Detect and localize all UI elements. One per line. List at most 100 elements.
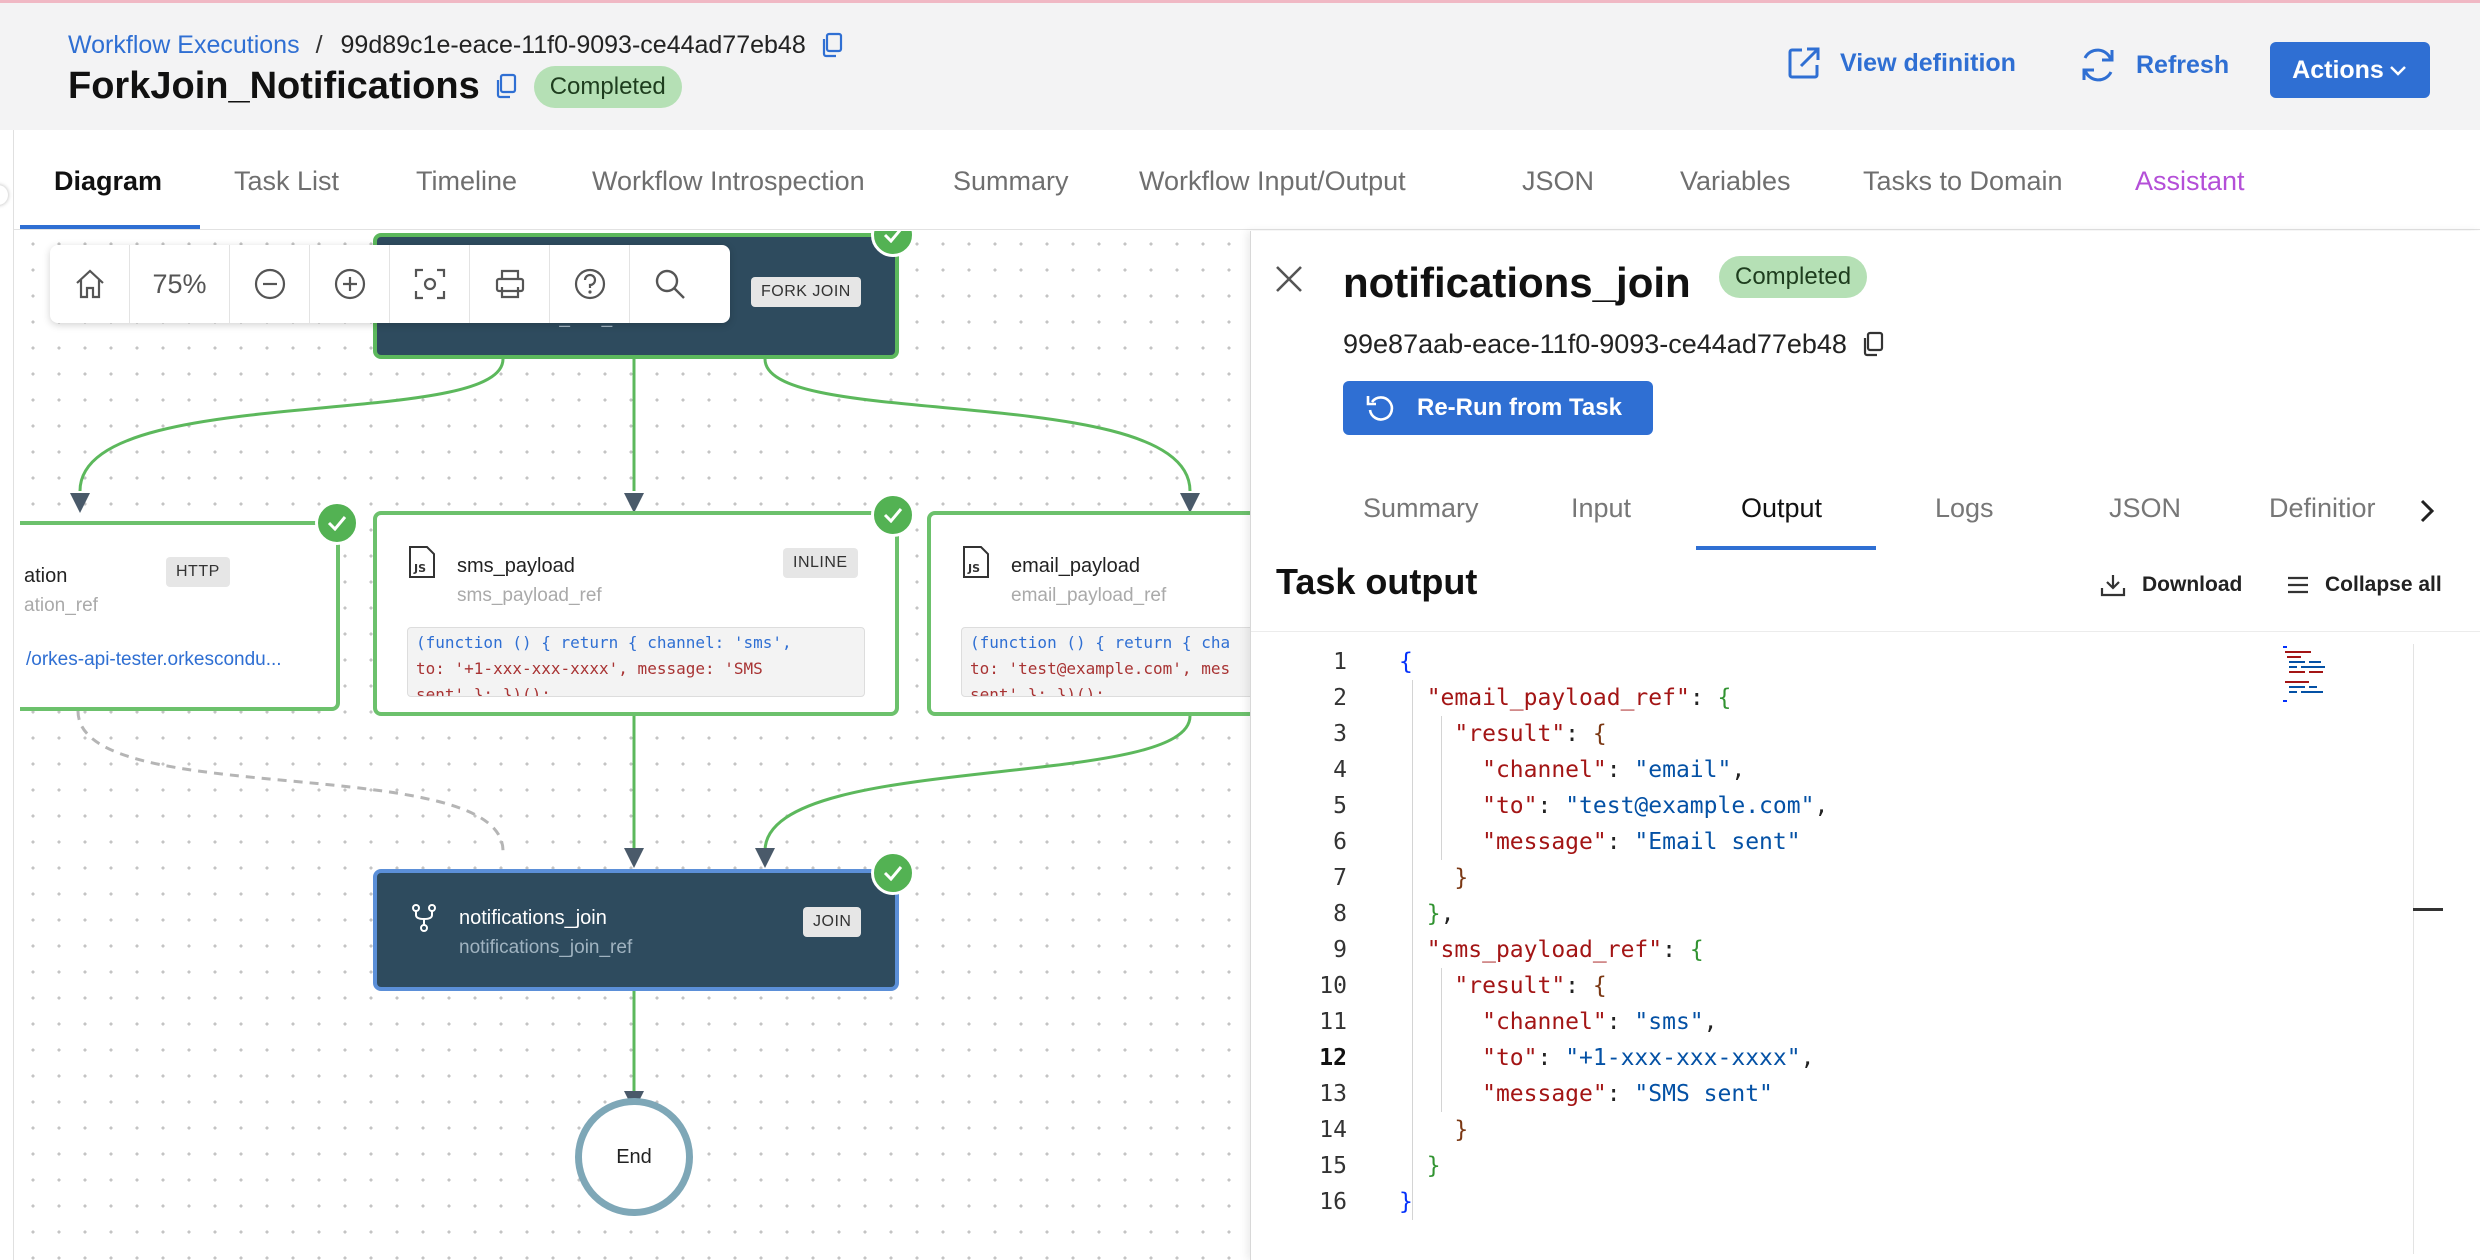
refresh-label: Refresh	[2136, 51, 2229, 80]
search-button[interactable]	[630, 245, 710, 323]
tab-assistant[interactable]: Assistant	[2135, 166, 2245, 197]
tabs-scroll-right-button[interactable]	[2417, 497, 2437, 530]
tab-tasks-to-domain[interactable]: Tasks to Domain	[1863, 166, 2063, 197]
email-task-ref: email_payload_ref	[1011, 585, 1166, 607]
home-button[interactable]	[50, 245, 130, 323]
json-key: "email_payload_ref"	[1427, 685, 1690, 711]
actions-label: Actions	[2292, 56, 2384, 85]
breadcrumb-workflow-executions-link[interactable]: Workflow Executions	[68, 31, 300, 60]
title-row: ForkJoin_Notifications Completed	[68, 65, 682, 108]
panel-tab-summary[interactable]: Summary	[1363, 493, 1479, 524]
line-number: 9	[1251, 932, 1347, 968]
editor-scrollbar[interactable]	[2413, 644, 2414, 1254]
tab-summary[interactable]: Summary	[953, 166, 1069, 197]
code-text: { channel: 'sms',	[618, 633, 791, 652]
zoom-in-button[interactable]	[310, 245, 390, 323]
panel-tab-json[interactable]: JSON	[2109, 493, 2181, 524]
js-file-icon: JS	[407, 545, 437, 579]
diagram-canvas[interactable]: notifications_fork_ref FORK JOIN 75% a	[20, 231, 1250, 1260]
help-button[interactable]	[550, 245, 630, 323]
end-node[interactable]: End	[575, 1098, 693, 1216]
refresh-button[interactable]: Refresh	[2078, 45, 2229, 85]
panel-tabs: Summary Input Output Logs JSON Definitio…	[1251, 471, 2480, 551]
tab-json[interactable]: JSON	[1522, 166, 1594, 197]
json-key: "result"	[1454, 973, 1565, 999]
line-number: 13	[1251, 1076, 1347, 1112]
code-line: 11 "channel": "sms",	[1251, 1004, 2451, 1040]
page-title: ForkJoin_Notifications	[68, 65, 480, 108]
editor-minimap[interactable]	[2281, 644, 2351, 704]
json-key: "channel"	[1482, 1009, 1607, 1035]
focus-icon	[413, 267, 447, 301]
tab-workflow-introspection[interactable]: Workflow Introspection	[592, 166, 865, 197]
json-value: "Email sent"	[1634, 829, 1800, 855]
panel-tab-input[interactable]: Input	[1571, 493, 1631, 524]
copy-task-id-icon[interactable]	[1861, 331, 1887, 359]
http-task-name: ation	[24, 565, 67, 588]
svg-text:JS: JS	[967, 562, 980, 575]
tab-workflow-input-output[interactable]: Workflow Input/Output	[1139, 166, 1406, 197]
sidebar-handle[interactable]	[0, 185, 8, 205]
copy-icon[interactable]	[820, 32, 846, 60]
zoom-out-icon	[253, 267, 287, 301]
print-button[interactable]	[470, 245, 550, 323]
line-number: 7	[1251, 860, 1347, 896]
panel-tab-logs[interactable]: Logs	[1935, 493, 1994, 524]
code-text: to: 'test@example.com', mes	[970, 659, 1230, 678]
tab-variables[interactable]: Variables	[1680, 166, 1791, 197]
fork-icon	[409, 903, 439, 933]
completed-check-icon	[315, 501, 359, 545]
line-number: 1	[1251, 644, 1347, 680]
http-task-node[interactable]: ation ation_ref HTTP /orkes-api-tester.o…	[20, 521, 340, 711]
json-output-editor[interactable]: 1{ 2 "email_payload_ref": { 3 "result": …	[1251, 631, 2480, 1260]
code-keyword: return	[1115, 633, 1173, 652]
line-number: 11	[1251, 1004, 1347, 1040]
line-number: 14	[1251, 1112, 1347, 1148]
scrollbar-cursor-marker	[2413, 908, 2443, 911]
zoom-in-icon	[333, 267, 367, 301]
sms-task-name: sms_payload	[457, 555, 575, 578]
code-text: sent' }; })();	[970, 685, 1105, 697]
join-node[interactable]: notifications_join notifications_join_re…	[373, 869, 899, 991]
join-tag: JOIN	[803, 907, 861, 937]
close-panel-button[interactable]	[1271, 261, 1307, 302]
sms-payload-node[interactable]: JS sms_payload sms_payload_ref INLINE (f…	[373, 511, 899, 716]
task-status-badge: Completed	[1719, 256, 1867, 298]
copy-title-icon[interactable]	[494, 73, 520, 101]
task-output-title: Task output	[1276, 561, 1477, 603]
zoom-out-button[interactable]	[230, 245, 310, 323]
task-id: 99e87aab-eace-11f0-9093-ce44ad77eb48	[1343, 329, 1847, 360]
fit-view-button[interactable]	[390, 245, 470, 323]
http-url: /orkes-api-tester.orkescondu...	[26, 649, 282, 671]
email-payload-node[interactable]: JS email_payload email_payload_ref (func…	[927, 511, 1250, 716]
panel-title: notifications_join	[1343, 259, 1691, 307]
json-key: "message"	[1482, 829, 1607, 855]
view-definition-label: View definition	[1840, 49, 2016, 78]
join-task-ref: notifications_join_ref	[459, 937, 632, 959]
diagram-toolbar: 75%	[50, 245, 730, 323]
line-number: 3	[1251, 716, 1347, 752]
collapse-all-button[interactable]: Collapse all	[2287, 573, 2442, 597]
code-line: 12 "to": "+1-xxx-xxx-xxxx",	[1251, 1040, 2451, 1076]
download-button[interactable]: Download	[2100, 573, 2242, 597]
code-line: 3 "result": {	[1251, 716, 2451, 752]
line-number: 15	[1251, 1148, 1347, 1184]
tab-diagram[interactable]: Diagram	[54, 166, 162, 197]
tab-task-list[interactable]: Task List	[234, 166, 339, 197]
view-definition-button[interactable]: View definition	[1786, 45, 2016, 81]
download-label: Download	[2142, 573, 2242, 597]
rerun-from-task-button[interactable]: Re-Run from Task	[1343, 381, 1653, 435]
http-tag: HTTP	[166, 557, 230, 587]
panel-tab-output[interactable]: Output	[1741, 493, 1822, 524]
json-value: "sms"	[1634, 1009, 1703, 1035]
completed-check-icon	[871, 493, 915, 537]
code-line: 1{	[1251, 644, 2451, 680]
svg-text:JS: JS	[413, 562, 426, 575]
email-code-preview: (function () { return { cha to: 'test@ex…	[961, 627, 1250, 697]
line-number: 10	[1251, 968, 1347, 1004]
js-file-icon: JS	[961, 545, 991, 579]
panel-tab-definition[interactable]: Definitior	[2269, 493, 2387, 524]
tab-timeline[interactable]: Timeline	[416, 166, 517, 197]
code-line: 10 "result": {	[1251, 968, 2451, 1004]
actions-button[interactable]: Actions	[2270, 42, 2430, 98]
